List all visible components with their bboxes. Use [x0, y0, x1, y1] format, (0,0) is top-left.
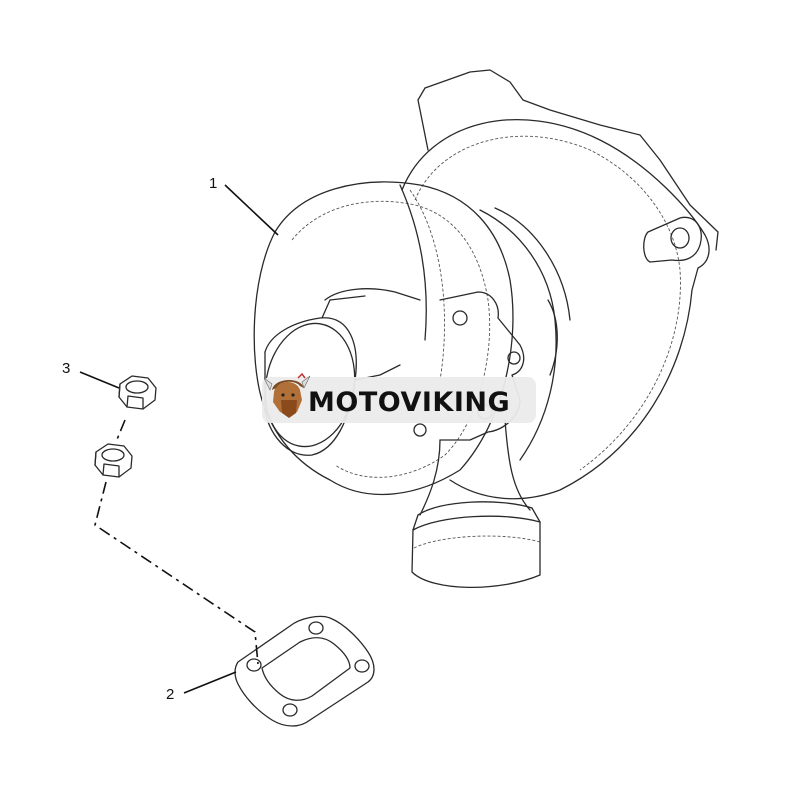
callout-1-leader	[224, 184, 279, 236]
watermark-banner: MOTOVIKING	[262, 372, 536, 423]
viking-logo-icon	[263, 372, 311, 418]
callout-3-leader	[79, 371, 120, 389]
gasket-part	[234, 615, 375, 727]
callout-2-number: 2	[166, 686, 174, 703]
nut-part-upper	[118, 375, 157, 410]
turbocharger-part	[253, 69, 719, 589]
watermark-brand-text: MOTOVIKING	[308, 387, 510, 418]
assembly-path-line	[94, 419, 259, 665]
callout-3-number: 3	[62, 360, 70, 377]
nut-part-lower	[94, 443, 133, 478]
callout-1-number: 1	[209, 175, 217, 192]
callout-2-leader	[183, 671, 237, 694]
